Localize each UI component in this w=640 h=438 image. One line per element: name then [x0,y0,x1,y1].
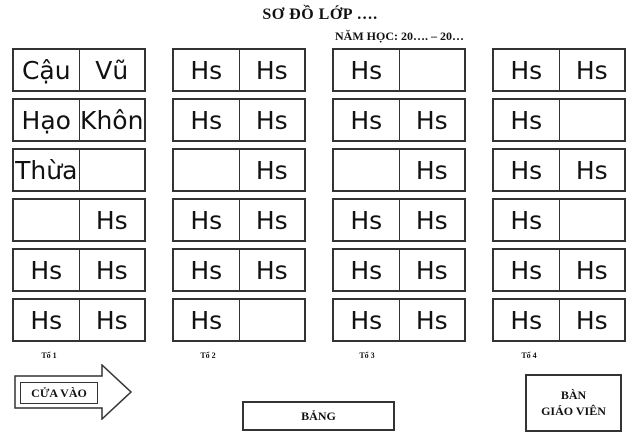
desk-row: Hs Hs [172,48,306,92]
seat [78,150,145,190]
desk-row: Hs Hs [332,248,466,292]
blackboard: BẢNG [242,401,395,431]
seat: Hs [510,205,543,235]
desk-row: Hs Hs [12,298,146,342]
seat [334,150,399,190]
seat: Hs [190,55,223,85]
seat [14,200,79,240]
seat: Hs [558,50,625,90]
seat: Hs [190,205,223,235]
desk-row: Hs Hs [332,198,466,242]
seat: Hs [30,305,63,335]
desk-row: Hs [332,48,466,92]
desk-row: Hs [12,198,146,242]
desk-row: Thừa [12,148,146,192]
desk-row: Hs [172,148,306,192]
desk-row: Hs Hs [332,298,466,342]
seat: Hs [398,300,465,340]
seat: Hs [558,150,625,190]
page-title: SƠ ĐỒ LỚP …. [262,6,378,23]
seat: Hs [558,300,625,340]
group-label: Tổ 2 [200,351,216,360]
desk-row: Hs Hs [332,98,466,142]
seat: Hạo [21,105,71,135]
seat: Hs [510,105,543,135]
desk-row: Hs Hs [492,148,626,192]
desk-row: Hs [492,98,626,142]
seat: Hs [238,100,305,140]
group-label: Tổ 1 [41,351,57,360]
group-label: Tổ 3 [359,351,375,360]
seat: Hs [558,250,625,290]
seat: Hs [510,305,543,335]
seat: Khôn [78,100,145,140]
desk-row: Hs Hs [172,98,306,142]
seat: Hs [510,255,543,285]
seat [398,50,465,90]
seat: Hs [238,150,305,190]
desk-row: Hs Hs [492,298,626,342]
seat: Hs [190,255,223,285]
seat [174,150,239,190]
seat: Hs [78,250,145,290]
desk-row: Hs Hs [172,248,306,292]
desk-row: Hs [332,148,466,192]
seat: Hs [350,55,383,85]
seat: Hs [238,50,305,90]
seat: Hs [238,250,305,290]
seat: Hs [350,205,383,235]
desk-row: Hs [172,298,306,342]
seat [238,300,305,340]
desk-row: Hs Hs [12,248,146,292]
group-label: Tổ 4 [521,351,537,360]
teacher-desk-line1: BÀN [560,388,587,402]
seat: Hs [350,255,383,285]
seat: Thừa [15,155,78,185]
seat: Hs [350,105,383,135]
teacher-desk: BÀN GIÁO VIÊN [525,374,622,432]
entrance-label: CỬA VÀO [20,382,98,404]
seat: Hs [398,100,465,140]
seat: Vũ [78,50,145,90]
seat: Hs [398,250,465,290]
seat [558,100,625,140]
school-year: NĂM HỌC: 20…. – 20… [335,29,464,43]
seat: Hs [30,255,63,285]
desk-row: Hs Hs [492,48,626,92]
desk-row: Hs [492,198,626,242]
seat: Hs [510,55,543,85]
desk-row: Hs Hs [492,248,626,292]
teacher-desk-line2: GIÁO VIÊN [541,404,606,418]
seat: Hs [78,200,145,240]
seat: Hs [78,300,145,340]
seat: Hs [238,200,305,240]
seat [558,200,625,240]
seat: Cậu [21,55,71,85]
desk-row: Hs Hs [172,198,306,242]
seat: Hs [398,150,465,190]
seat: Hs [510,155,543,185]
seat: Hs [190,305,223,335]
seat: Hs [398,200,465,240]
seat: Hs [190,105,223,135]
seat: Hs [350,305,383,335]
